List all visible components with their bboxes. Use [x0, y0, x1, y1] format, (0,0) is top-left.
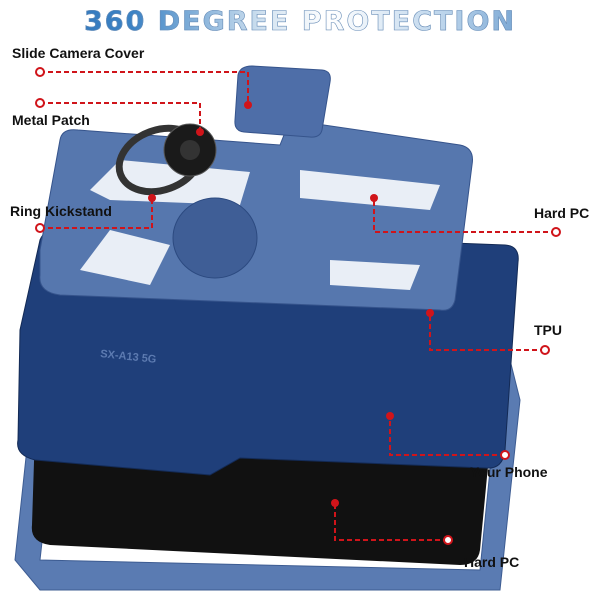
label-your-phone: Your Phone	[470, 464, 548, 480]
label-slide-camera-cover: Slide Camera Cover	[12, 45, 145, 61]
label-ring-kickstand: Ring Kickstand	[10, 203, 112, 219]
leader-end-markers	[35, 67, 561, 545]
leader-start-dots	[148, 101, 434, 507]
ring-kickstand	[115, 123, 217, 196]
label-hard-pc-top: Hard PC	[534, 205, 590, 221]
case-model-text: SX-A13 5G	[100, 348, 157, 366]
leader-lines	[40, 71, 556, 541]
page-title: 360 DEGREE PROTECTION	[0, 6, 600, 38]
label-hard-pc-bottom: Hard PC	[464, 554, 520, 570]
label-tpu: TPU	[534, 322, 562, 338]
slide-camera-cover	[234, 65, 331, 138]
label-metal-patch: Metal Patch	[12, 112, 90, 128]
